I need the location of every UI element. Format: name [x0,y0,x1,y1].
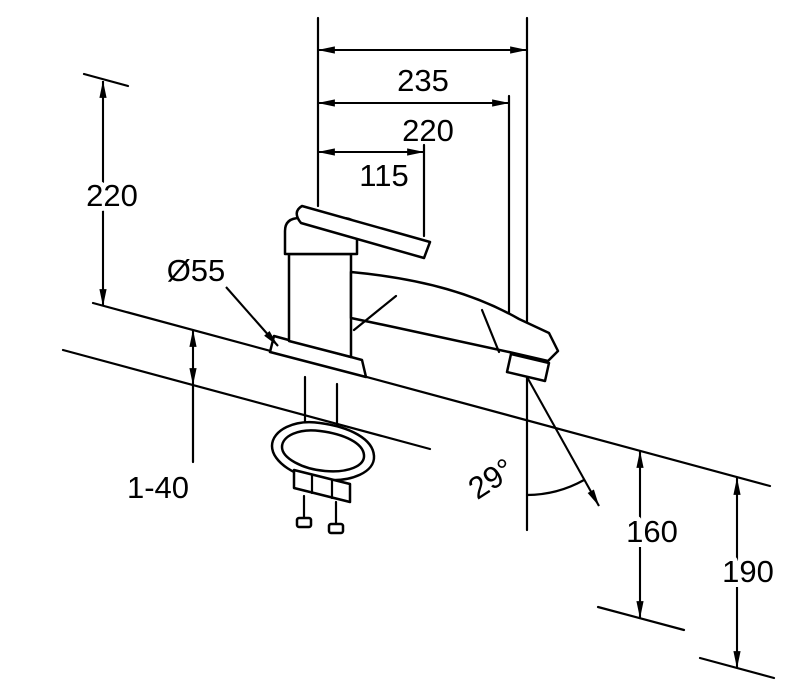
stud-head [327,522,345,535]
dimension-deck-thickness: 1-40 [122,329,197,510]
faucet-body [287,252,353,359]
label-tip-height: 190 [722,554,774,589]
dimension-overall-depth: 235 [316,16,529,532]
dimension-spout-reach: 220 [317,94,511,332]
stud-head [295,516,313,529]
label-lever-length: 115 [359,158,408,193]
spout-joint-seam [352,294,398,332]
label-overall-depth: 235 [397,63,449,98]
dimension-tip-height: 190 [698,477,779,680]
dimension-outlet-height: 160 [596,450,686,632]
faucet-spout [349,270,560,363]
label-base-diameter: Ø55 [167,253,226,288]
label-outlet-height: 160 [626,514,678,549]
extension-tick [82,72,130,88]
faucet-aerator [505,352,551,383]
leader-line [225,286,279,347]
label-spout-reach: 220 [402,113,454,148]
horseshoe-washer-inner [280,429,366,473]
extension-tick [596,605,686,632]
spray-head-seam [480,308,501,354]
dimension-lever-length: 115 [317,143,426,238]
deck-reference-lines [61,301,772,488]
spray-direction-line [526,376,600,507]
deck-bottom-line [61,348,432,451]
dimension-body-height: 220 [81,72,143,307]
deck-top-line [91,301,772,488]
angle-arc [525,478,586,497]
label-body-height: 220 [86,178,138,213]
label-deck-thickness: 1-40 [127,470,189,505]
faucet-drawing [268,204,560,535]
dimension-base-diameter: Ø55 [162,248,279,347]
faucet-lever [295,204,432,260]
mounting-hardware [270,375,376,535]
